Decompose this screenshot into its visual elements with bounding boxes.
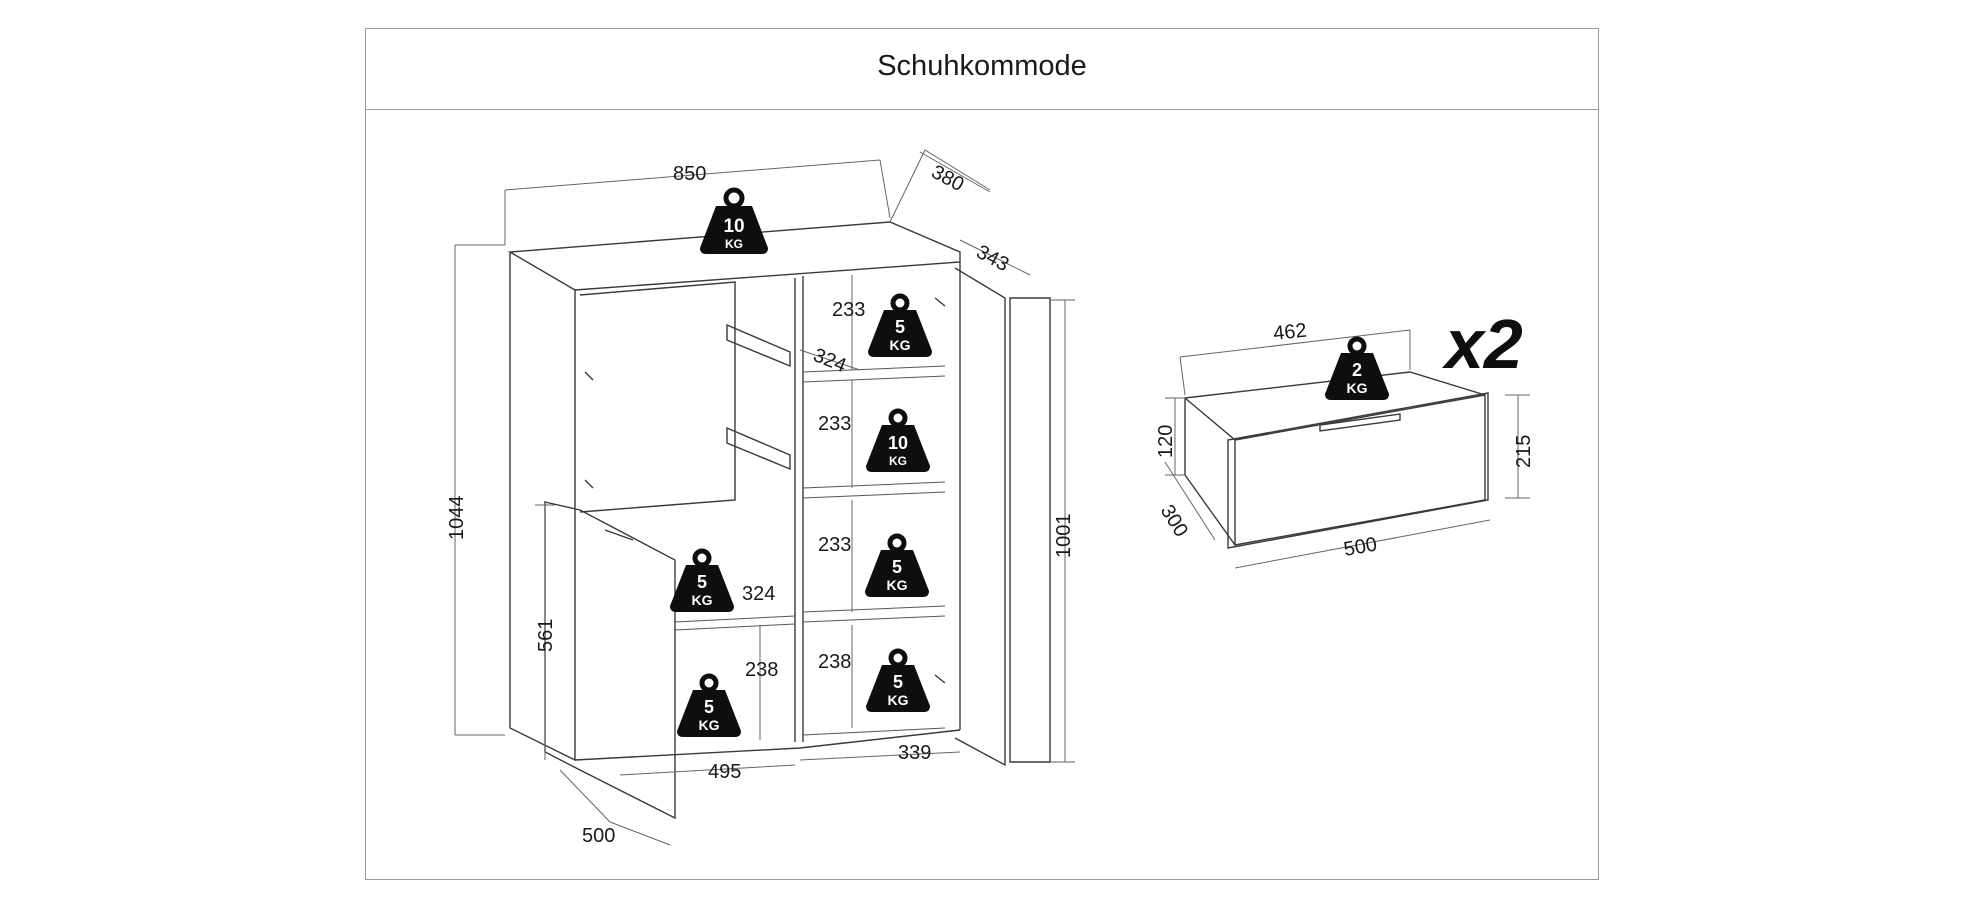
dim-cabinet-height-right: 1001 xyxy=(1053,514,1075,559)
header-divider xyxy=(365,109,1599,110)
svg-text:2: 2 xyxy=(1352,360,1362,380)
weight-icon-drawer: 2 KG xyxy=(1325,336,1389,400)
dim-drawer-width-top: 462 xyxy=(1272,320,1307,345)
cabinet-bottom xyxy=(574,729,961,761)
drawer-quantity: x2 xyxy=(1441,305,1523,383)
cabinet-shelves xyxy=(802,365,946,736)
dim-bottom-right: 339 xyxy=(898,742,931,764)
drawer-dimension-lines xyxy=(1164,329,1530,569)
dim-door-height: 561 xyxy=(535,619,557,652)
dim-cabinet-depth: 380 xyxy=(928,161,968,196)
cabinet-hinges xyxy=(584,297,946,684)
weight-icon-top: 10 KG xyxy=(700,187,768,254)
cabinet-top xyxy=(507,221,961,291)
cabinet-dimension-labels: 850 380 343 1044 1001 561 500 495 339 32… xyxy=(446,161,1075,847)
drawer-rails xyxy=(726,323,791,471)
drawer-front xyxy=(1227,392,1489,549)
svg-text:10: 10 xyxy=(723,216,744,237)
svg-text:KG: KG xyxy=(692,592,713,608)
drawer-handle xyxy=(1319,413,1401,432)
dim-cabinet-width: 850 xyxy=(673,163,706,185)
cabinet-left-side xyxy=(509,252,576,762)
dim-cabinet-depth-inner: 343 xyxy=(973,241,1013,276)
dim-drawer-height-front: 215 xyxy=(1513,435,1535,468)
svg-text:10: 10 xyxy=(888,433,908,453)
dim-shelf-height-3: 233 xyxy=(818,534,851,556)
cabinet-divider xyxy=(794,276,804,742)
svg-text:KG: KG xyxy=(888,692,909,708)
svg-text:KG: KG xyxy=(887,577,908,593)
svg-text:5: 5 xyxy=(892,557,902,577)
dim-shelf-height-1: 233 xyxy=(832,299,865,321)
cabinet-lower-door xyxy=(544,501,676,820)
cabinet-upper-door xyxy=(579,281,736,513)
cabinet-right-door xyxy=(954,267,1006,767)
svg-text:KG: KG xyxy=(1347,380,1368,396)
weight-icon-shelf-4: 5 KG xyxy=(866,648,930,712)
weight-icon-shelf-2: 10 KG xyxy=(866,408,930,472)
dim-drawer-depth: 300 xyxy=(1156,501,1192,541)
dim-drawer-height-back: 120 xyxy=(1155,425,1177,458)
svg-text:5: 5 xyxy=(697,572,707,592)
weight-icon-left-shelf: 5 KG xyxy=(677,673,741,737)
dim-drawer-width-front: 500 xyxy=(1342,533,1379,560)
svg-text:KG: KG xyxy=(725,237,743,251)
dim-shelf-height-4: 238 xyxy=(818,651,851,673)
dim-cabinet-height: 1044 xyxy=(446,496,468,541)
cabinet-drawing xyxy=(507,221,1051,820)
svg-text:5: 5 xyxy=(704,697,714,717)
dim-shelf-height-2: 233 xyxy=(818,413,851,435)
dim-shelf-depth-mid: 324 xyxy=(742,583,775,605)
dim-shelf-depth-top: 324 xyxy=(810,344,849,377)
svg-text:5: 5 xyxy=(893,672,903,692)
svg-text:KG: KG xyxy=(889,454,907,468)
dim-bottom-left: 495 xyxy=(708,761,741,783)
diagram-title: Schuhkommode xyxy=(877,50,1087,82)
weight-icon-door: 5 KG xyxy=(670,548,734,612)
dim-left-shelf-height: 238 xyxy=(745,659,778,681)
dim-door-width: 500 xyxy=(582,825,615,847)
weight-icon-shelf-3: 5 KG xyxy=(865,533,929,597)
weight-icon-shelf-1: 5 KG xyxy=(868,293,932,357)
diagram-frame xyxy=(365,28,1599,880)
svg-text:KG: KG xyxy=(890,337,911,353)
svg-text:5: 5 xyxy=(895,317,905,337)
cabinet-left-shelf xyxy=(674,615,796,631)
cabinet-dimension-lines xyxy=(454,149,1075,846)
svg-text:KG: KG xyxy=(699,717,720,733)
